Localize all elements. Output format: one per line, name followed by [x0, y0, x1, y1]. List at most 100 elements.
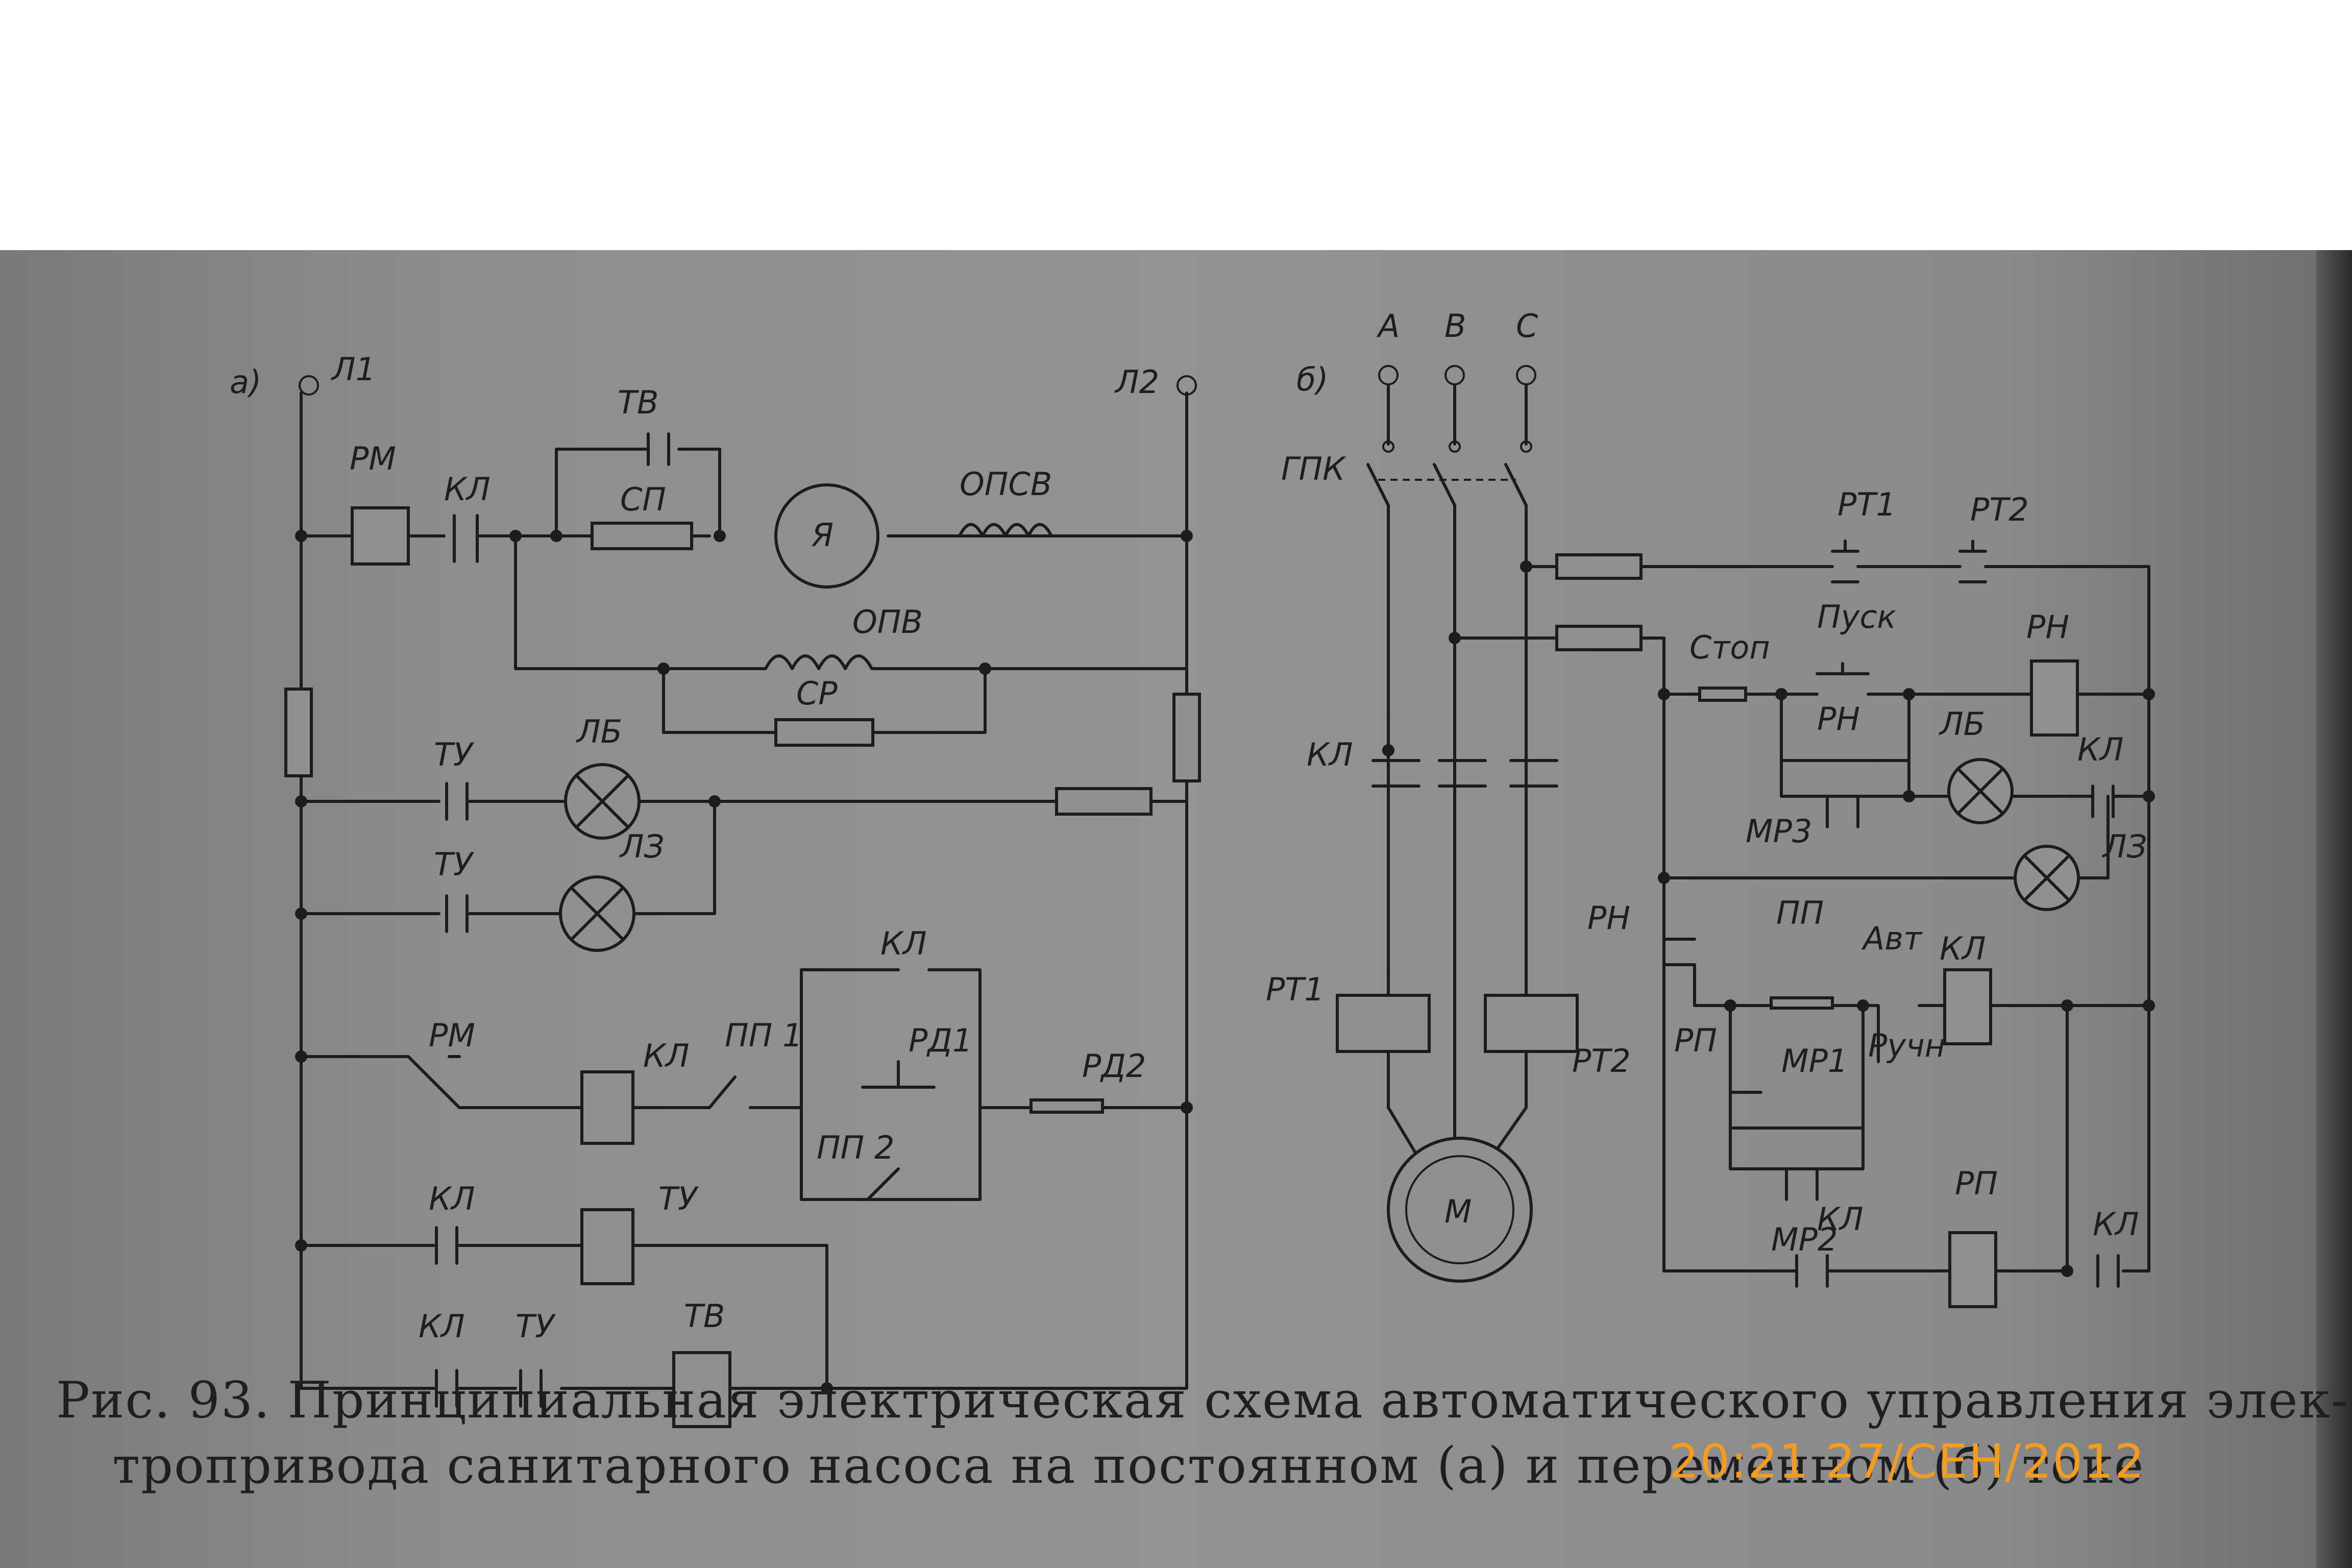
label-kl-right: КЛ — [2093, 1206, 2139, 1243]
contact-rt1 — [1831, 540, 1859, 583]
contact-rt2 — [1958, 540, 1987, 583]
switch-pp — [1770, 996, 1834, 1010]
coil-ty — [580, 1208, 634, 1285]
label-avt: Авт — [1861, 920, 1923, 957]
contact-pp2 — [866, 1167, 900, 1201]
schematic-diagram: а) Л1 Л2 РМ КЛ ТВ СП Я ОПСВ ОПВ СР ТУ ЛБ… — [230, 307, 2155, 1428]
lamp-lb-b-cross — [1956, 767, 2004, 815]
phase-wire-a — [1387, 504, 1420, 1160]
heater-rt2 — [1484, 994, 1579, 1053]
heater-rt1 — [1336, 994, 1431, 1053]
label-rn-coil: РН — [2026, 608, 2069, 646]
label-pp: ПП — [1776, 894, 1824, 932]
control-feed-wire — [1453, 565, 2150, 1272]
label-l1: Л1 — [331, 351, 376, 388]
label-pp1: ПП 1 — [725, 1017, 802, 1054]
contact-kl-top — [453, 514, 479, 563]
label-rn-left: РН — [1587, 899, 1630, 937]
contact-rd1 — [861, 1060, 936, 1089]
pp-block-wire — [800, 968, 982, 1201]
marker-a: а) — [230, 363, 261, 401]
contact-ty2 — [445, 894, 469, 933]
book-page-photo: а) Л1 Л2 РМ КЛ ТВ СП Я ОПСВ ОПВ СР ТУ ЛБ… — [0, 250, 2352, 1568]
label-mr3: МР3 — [1746, 813, 1812, 850]
label-rt2: РТ2 — [1970, 491, 2029, 528]
contact-mr2 — [1795, 1254, 1829, 1288]
coil-rp — [1948, 1231, 1997, 1308]
lamp-lz-b-row — [1662, 795, 2110, 879]
motor-m — [1387, 1137, 1533, 1283]
label-lb-b: ЛБ — [1939, 705, 1985, 743]
contactor-kl-main — [1371, 759, 1558, 788]
sr-branch-wire — [662, 667, 987, 734]
button-pusk — [1816, 662, 1870, 675]
label-lz-b: ЛЗ — [2102, 828, 2147, 865]
rp-mr1-block — [1729, 1004, 1865, 1201]
junctions-b — [1382, 560, 2155, 1277]
winding-opv — [764, 654, 873, 670]
contact-kl-right — [2096, 1254, 2120, 1288]
lamp-lz-row — [300, 800, 716, 915]
switch-gpk — [1366, 463, 1528, 507]
fuse-control-1 — [1555, 553, 1643, 580]
book-page-edge — [2316, 250, 2352, 1568]
label-kl-mid: КЛ — [880, 925, 927, 962]
label-tv-top: ТВ — [618, 384, 658, 421]
label-kl-lamp: КЛ — [2077, 731, 2124, 768]
caption-line-1: Рис. 93. Принципиальная электрическая сх… — [56, 1371, 2349, 1430]
marker-b: б) — [1296, 361, 1328, 398]
label-sp: СП — [620, 481, 666, 518]
label-ty1: ТУ — [434, 736, 475, 773]
coil-ty-row — [300, 1244, 828, 1390]
label-kl-coil: КЛ — [643, 1037, 690, 1074]
contact-kl-lamp — [2091, 785, 2115, 818]
label-pp2: ПП 2 — [817, 1129, 894, 1166]
fuse-left — [284, 688, 313, 777]
label-rm-mid: РМ — [429, 1017, 475, 1054]
coil-tv-row — [300, 1244, 1188, 1390]
phase-wire-c — [1489, 504, 1528, 1160]
label-ty-coil: ТУ — [658, 1180, 699, 1217]
resistor-sr — [774, 718, 874, 747]
contact-tv — [647, 432, 670, 466]
lamp-lz-cross — [570, 887, 624, 941]
gpk-pole-a — [1382, 440, 1394, 453]
label-ty-bot: ТУ — [516, 1308, 556, 1345]
label-motor: М — [1444, 1193, 1472, 1230]
caption-line-2: тропривода санитарного насоса на постоян… — [112, 1437, 2145, 1495]
coil-kl-a — [580, 1070, 634, 1145]
button-stop — [1698, 687, 1747, 702]
lamp-lz-b-cross — [2023, 854, 2071, 902]
coil-rn — [2030, 659, 2079, 737]
field-branch-wire — [514, 534, 1188, 670]
camera-timestamp: 20:21 27/СЕН/2012 — [1669, 1434, 2146, 1489]
coil-kl-b — [1943, 968, 1992, 1045]
label-rp: РП — [1674, 1022, 1717, 1059]
motor-m-inner — [1405, 1155, 1514, 1264]
terminal-l1 — [299, 375, 319, 396]
label-gpk: ГПК — [1281, 450, 1346, 487]
resistor-sp — [591, 522, 693, 550]
label-kl-bot: КЛ — [419, 1308, 465, 1345]
label-opv: ОПВ — [852, 603, 923, 641]
label-sr: СР — [796, 675, 838, 712]
label-rn-contact: РН — [1817, 700, 1860, 738]
relay-rm-top — [351, 506, 410, 566]
label-tv-coil: ТВ — [684, 1297, 725, 1335]
label-rp-coil: РП — [1955, 1165, 1998, 1202]
label-lz: ЛЗ — [619, 828, 664, 865]
label-rm-top: РМ — [350, 440, 396, 477]
label-b: В — [1444, 307, 1466, 345]
contact-kl-low — [435, 1226, 458, 1265]
label-ty2: ТУ — [434, 846, 475, 883]
junctions-a — [295, 530, 1193, 1394]
fuse-right — [1172, 693, 1201, 782]
label-c: С — [1516, 307, 1538, 345]
diagram-a: а) Л1 Л2 РМ КЛ ТВ СП Я ОПСВ ОПВ СР ТУ ЛБ… — [230, 351, 1201, 1428]
label-pusk: Пуск — [1817, 598, 1896, 635]
contact-ty1 — [445, 782, 469, 821]
label-rt2-heater: РТ2 — [1572, 1042, 1631, 1080]
label-kl-low: КЛ — [429, 1180, 475, 1217]
contact-kl-bot — [435, 1369, 458, 1408]
contact-ty-bot — [519, 1369, 543, 1408]
